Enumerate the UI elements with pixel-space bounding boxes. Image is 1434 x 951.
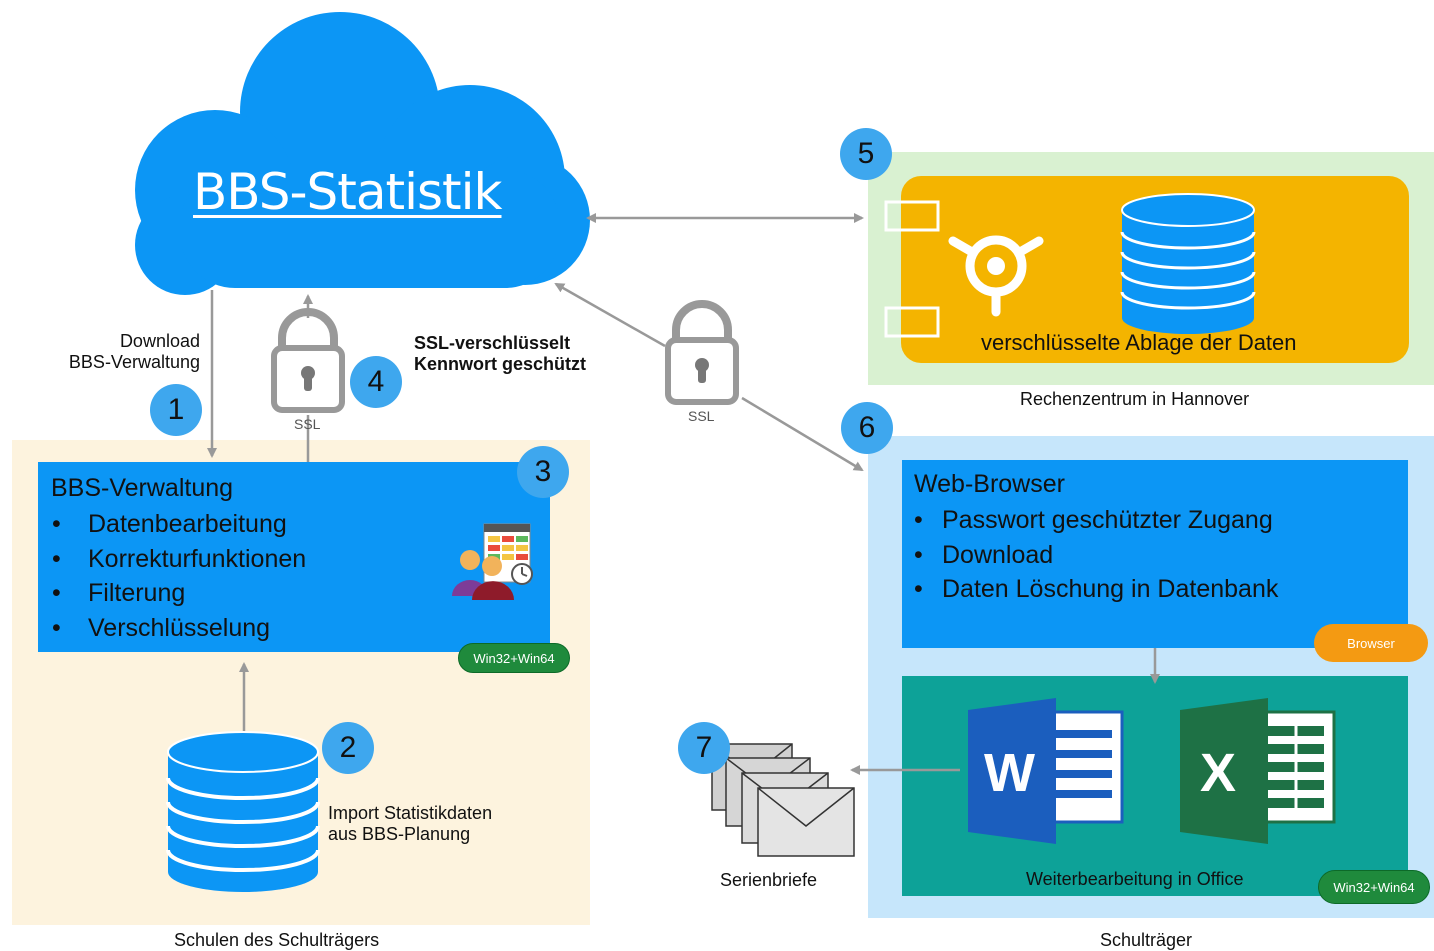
ssl-lock-label: SSL [688, 408, 715, 424]
step-number-6: 6 [841, 402, 893, 454]
step-number-5: 5 [840, 128, 892, 180]
word-letter: W [984, 743, 1035, 803]
list-item: Filterung [38, 576, 306, 611]
ssl-description: SSL-verschlüsselt Kennwort geschützt [414, 333, 586, 375]
ssl-description-line2: Kennwort geschützt [414, 354, 587, 374]
lock-icon [271, 308, 345, 413]
excel-icon [1180, 698, 1336, 844]
import-label-line1: Import Statistikdaten [328, 803, 493, 823]
list-item: Daten Löschung in Datenbank [902, 572, 1278, 607]
import-label: Import Statistikdaten aus BBS-Planung [328, 803, 492, 845]
ssl2-lower-arrow [741, 396, 864, 472]
serienbriefe-label: Serienbriefe [720, 870, 818, 890]
schulen-caption: Schulen des Schulträgers [174, 930, 380, 950]
rechenzentrum-caption: Rechenzentrum in Hannover [1020, 389, 1250, 409]
web-browser-list: Passwort geschützter Zugang Download Dat… [902, 503, 1278, 607]
step-number-3: 3 [517, 446, 569, 498]
web-browser-title: Web-Browser [914, 470, 1065, 498]
envelopes-icon [711, 743, 855, 857]
bbs-verwaltung-title: BBS-Verwaltung [51, 474, 234, 502]
download-label-line1: Download [119, 331, 200, 351]
word-icon [968, 698, 1124, 844]
cloud-title: BBS-Statistik [193, 163, 502, 221]
ssl2-upper-arrow [554, 282, 666, 348]
bbs-verwaltung-list: Datenbearbeitung Korrekturfunktionen Fil… [38, 507, 306, 645]
lock-icon [665, 300, 739, 405]
step-number-7: 7 [678, 722, 730, 774]
import-label-line2: aus BBS-Planung [328, 824, 471, 844]
list-item: Datenbearbeitung [38, 507, 306, 542]
list-item: Download [902, 538, 1278, 573]
excel-letter: X [1200, 743, 1237, 803]
storage-label: verschlüsselte Ablage der Daten [981, 330, 1297, 355]
hub-icon [884, 200, 1044, 338]
ssl-description-line1: SSL-verschlüsselt [414, 333, 571, 353]
platform-badge: Win32+Win64 [458, 643, 570, 673]
list-item: Passwort geschützter Zugang [902, 503, 1278, 538]
database-icon [166, 731, 320, 892]
cloud-shape [135, 12, 590, 295]
list-item: Verschlüsselung [38, 611, 306, 646]
download-label: Download BBS-Verwaltung [40, 331, 200, 373]
browser-badge: Browser [1314, 624, 1428, 662]
office-caption: Weiterbearbeitung in Office [1026, 869, 1244, 889]
ssl-lock-label: SSL [294, 416, 321, 432]
database-icon [1120, 193, 1256, 334]
download-label-line2: BBS-Verwaltung [68, 352, 200, 372]
list-item: Korrekturfunktionen [38, 542, 306, 577]
users-table-icon [452, 523, 533, 600]
schultraeger-caption: Schulträger [1100, 930, 1193, 950]
step-number-2: 2 [322, 722, 374, 774]
step-number-1: 1 [150, 384, 202, 436]
step-number-4: 4 [350, 356, 402, 408]
platform-badge: Win32+Win64 [1318, 870, 1430, 904]
